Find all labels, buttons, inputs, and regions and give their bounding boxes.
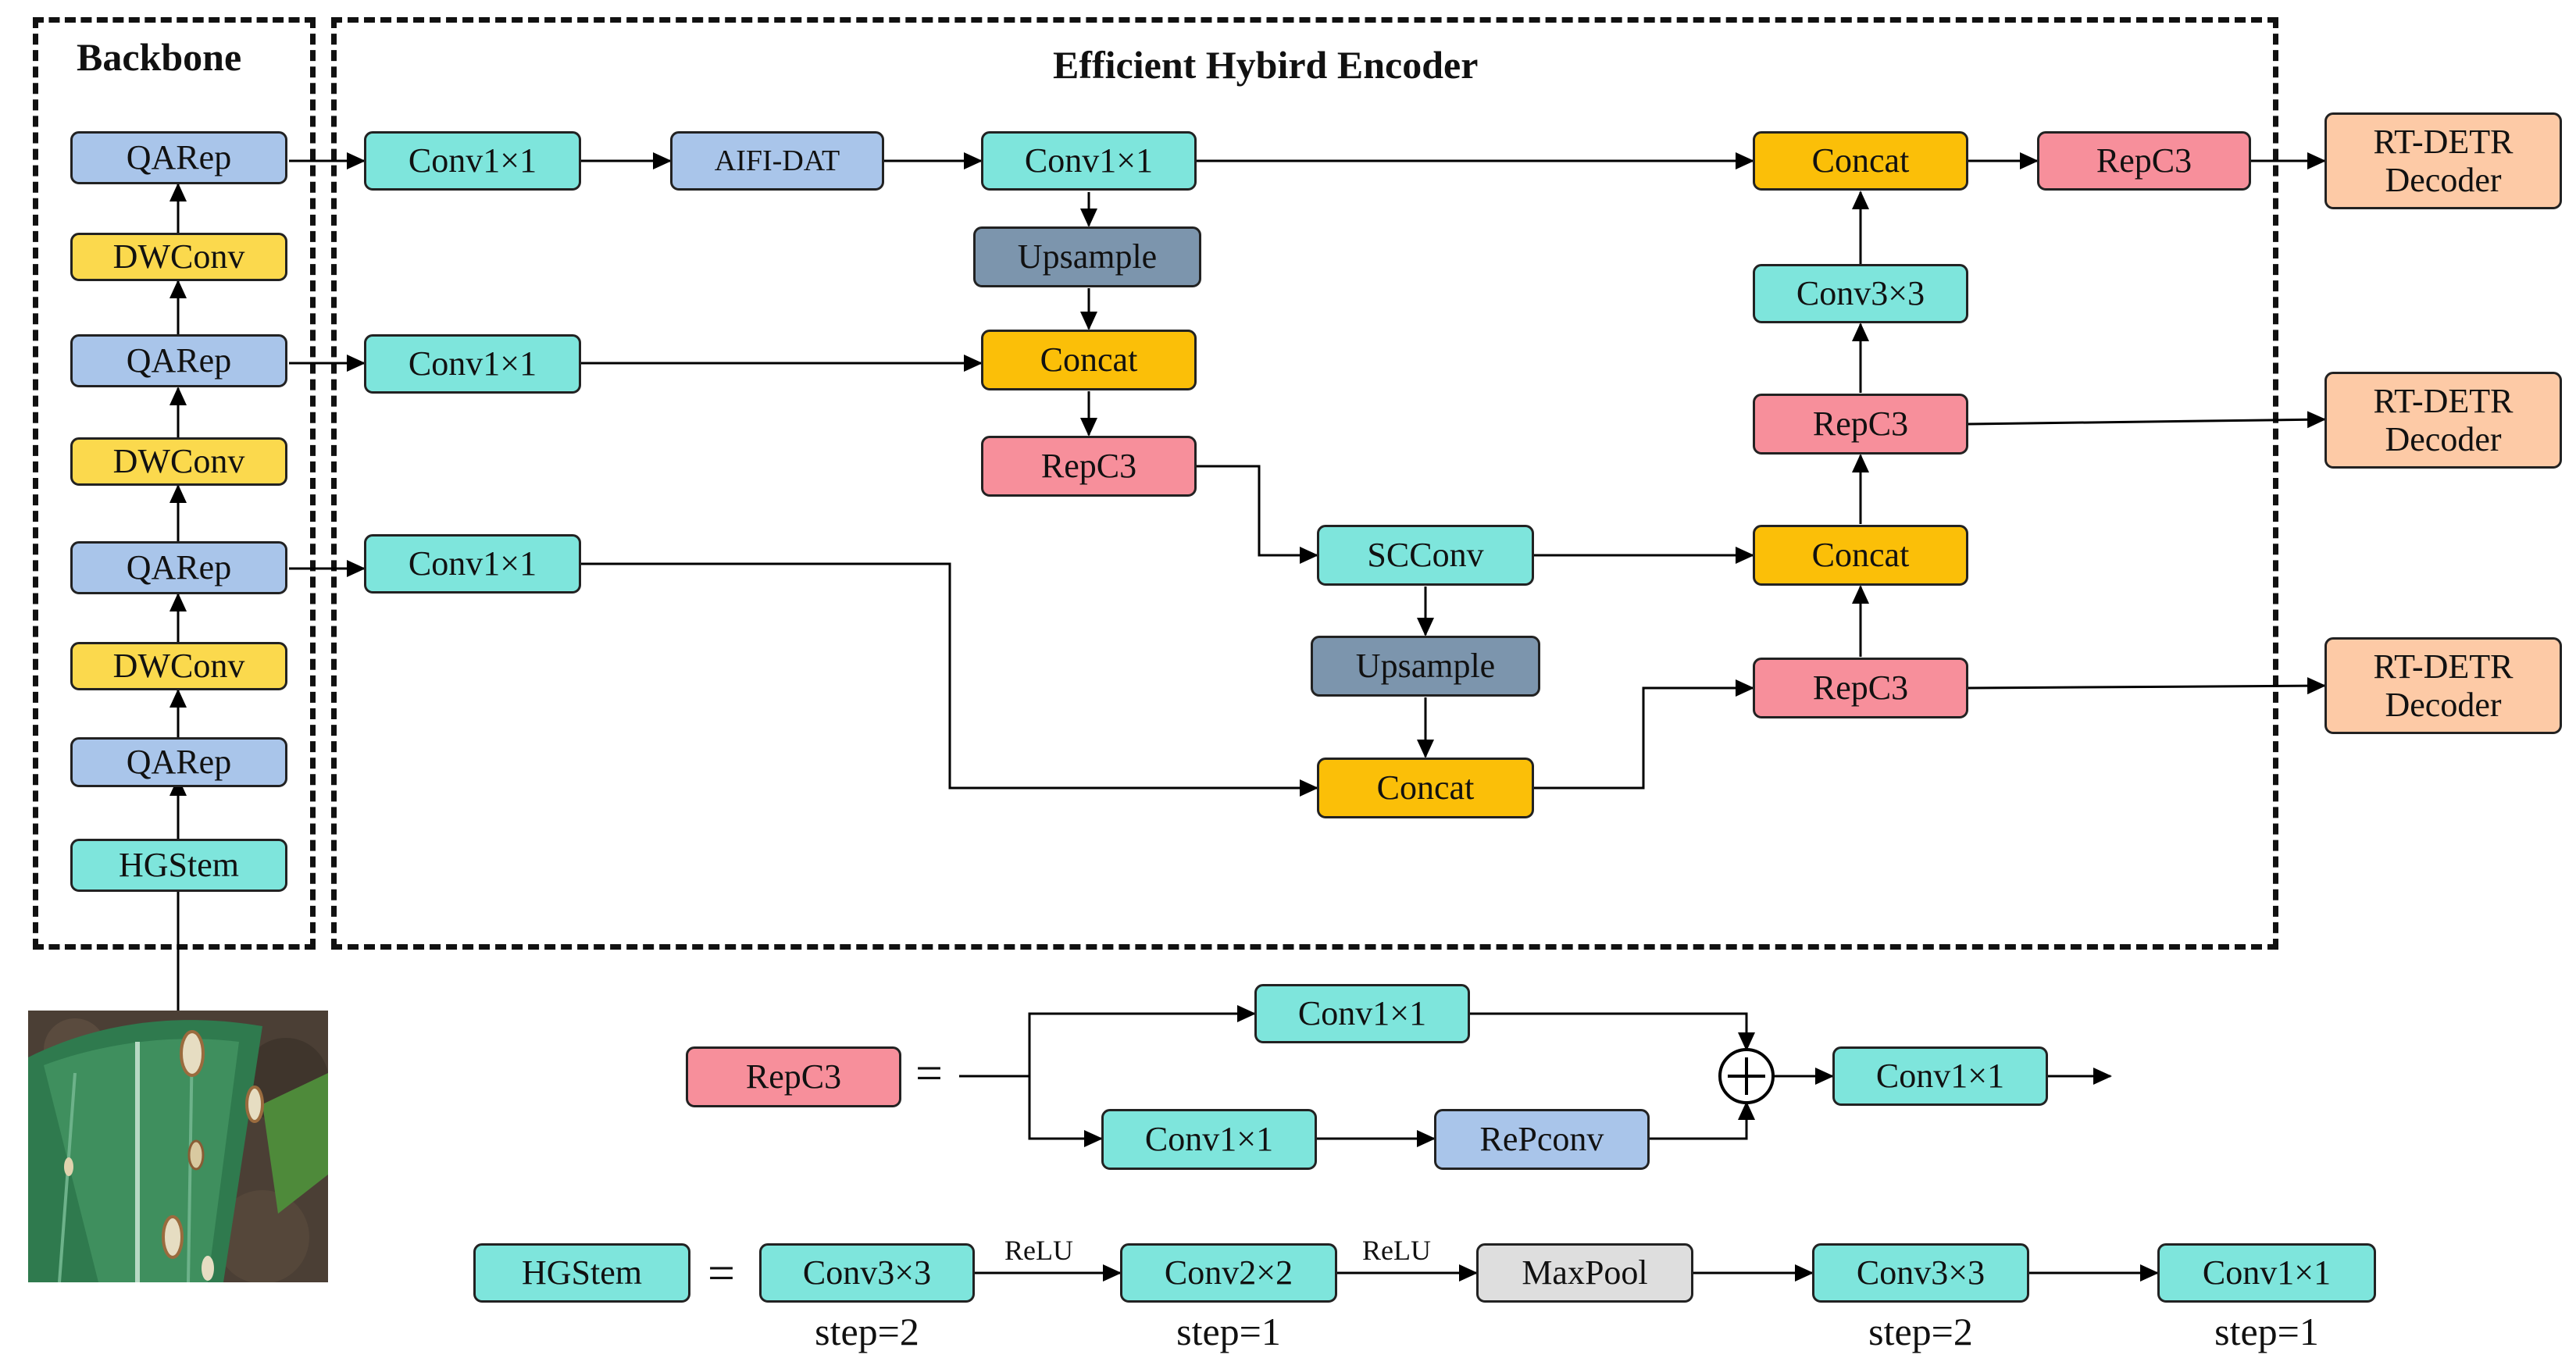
repc3-def-name: RepC3 (686, 1046, 901, 1107)
decoder-3: RT-DETR Decoder (2324, 637, 2562, 734)
encoder-upsample-low: Upsample (1311, 636, 1540, 697)
encoder-upsample-top: Upsample (973, 226, 1201, 287)
arrow-repc3-low-decoder (1968, 677, 2326, 695)
encoder-conv1x1-low: Conv1×1 (364, 534, 581, 594)
arrow-conv-plus (1470, 1012, 1755, 1051)
hgstem-def-op-3: MaxPool (1476, 1243, 1693, 1303)
encoder-repc3-top: RepC3 (2037, 131, 2251, 191)
repc3-def-conv-out: Conv1×1 (1832, 1046, 2048, 1106)
encoder-conv1x1-mid: Conv1×1 (364, 334, 581, 394)
backbone-dwconv-3: DWConv (70, 642, 287, 690)
backbone-qarep-1: QARep (70, 131, 287, 184)
leaf-photo-image (28, 1011, 328, 1282)
arrow-conv3-concat (581, 562, 1318, 797)
hgstem-step-4: step=2 (1868, 1310, 1973, 1353)
encoder-conv1x1-topmid: Conv1×1 (981, 131, 1197, 191)
encoder-conv1x1-top: Conv1×1 (364, 131, 581, 191)
decoder-1: RT-DETR Decoder (2324, 112, 2562, 209)
backbone-qarep-3: QARep (70, 541, 287, 594)
plus-node (1718, 1048, 1775, 1104)
backbone-hgstem: HGStem (70, 839, 287, 892)
backbone-dwconv-1: DWConv (70, 233, 287, 281)
backbone-title: Backbone (77, 35, 242, 79)
arrow-repc3-mid-decoder (1968, 411, 2326, 429)
hgstem-step-2: step=1 (1176, 1310, 1281, 1353)
hgstem-def-op-2: Conv2×2 (1120, 1243, 1337, 1303)
encoder-title: Efficient Hybird Encoder (1053, 43, 1479, 87)
decoder-2: RT-DETR Decoder (2324, 372, 2562, 469)
repc3-def-repconv: RePconv (1434, 1109, 1650, 1170)
hgstem-def-name: HGStem (473, 1243, 690, 1303)
leaf-photo (28, 1011, 328, 1282)
encoder-group (331, 17, 2278, 950)
hgstem-def-op-1: Conv3×3 (759, 1243, 975, 1303)
encoder-scconv: SCConv (1317, 525, 1534, 586)
hgstem-relu-1: ReLU (1004, 1235, 1073, 1266)
backbone-dwconv-2: DWConv (70, 437, 287, 486)
arrow-split-bottom (1028, 1076, 1103, 1147)
hgstem-def-equals: = (708, 1247, 735, 1300)
hgstem-relu-2: ReLU (1362, 1235, 1431, 1266)
hgstem-step-1: step=2 (815, 1310, 919, 1353)
hgstem-def-op-5: Conv1×1 (2157, 1243, 2376, 1303)
arrow-repc3-scconv (1197, 465, 1318, 564)
hgstem-step-5: step=1 (2214, 1310, 2319, 1353)
encoder-aifi-dat: AIFI-DAT (670, 131, 884, 191)
encoder-concat-mid: Concat (1753, 525, 1968, 586)
arrow-concat-repc3-low (1534, 679, 1754, 790)
backbone-qarep-4: QARep (70, 737, 287, 787)
encoder-concat-top: Concat (1753, 131, 1968, 191)
encoder-repc3-mid: RepC3 (1753, 394, 1968, 455)
repc3-def-conv-top: Conv1×1 (1254, 984, 1470, 1043)
arrow-repconv-plus (1650, 1101, 1755, 1140)
encoder-conv3x3: Conv3×3 (1753, 264, 1968, 323)
hgstem-def-op-4: Conv3×3 (1812, 1243, 2029, 1303)
backbone-group (33, 17, 316, 950)
backbone-qarep-2: QARep (70, 334, 287, 387)
encoder-repc3-low: RepC3 (1753, 658, 1968, 718)
repc3-def-conv-bottom: Conv1×1 (1101, 1109, 1317, 1170)
encoder-concat-1: Concat (981, 330, 1197, 390)
repc3-def-equals: = (915, 1047, 943, 1100)
encoder-repc3-1: RepC3 (981, 436, 1197, 497)
arrow-split-top (959, 1005, 1256, 1078)
encoder-concat-low: Concat (1317, 758, 1534, 818)
